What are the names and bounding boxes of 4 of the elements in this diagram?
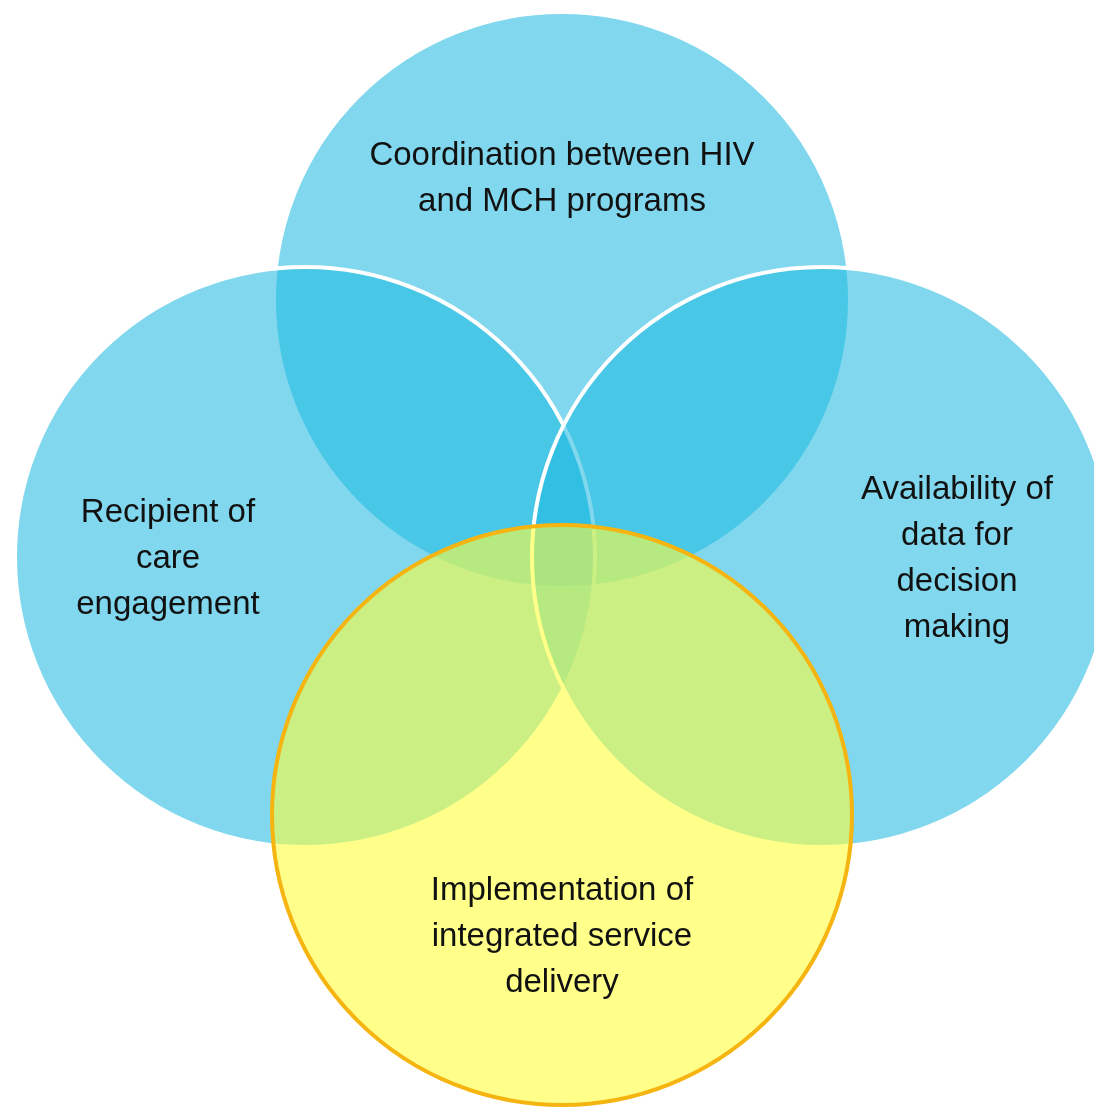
circle-label: Recipient of care engagement <box>75 491 261 623</box>
circle-label: Availability of data for decision making <box>860 468 1054 646</box>
circle-label: Implementation of integrated service delivery <box>429 869 695 1001</box>
circle-label: Coordination between HIV and MCH programs <box>368 134 756 220</box>
